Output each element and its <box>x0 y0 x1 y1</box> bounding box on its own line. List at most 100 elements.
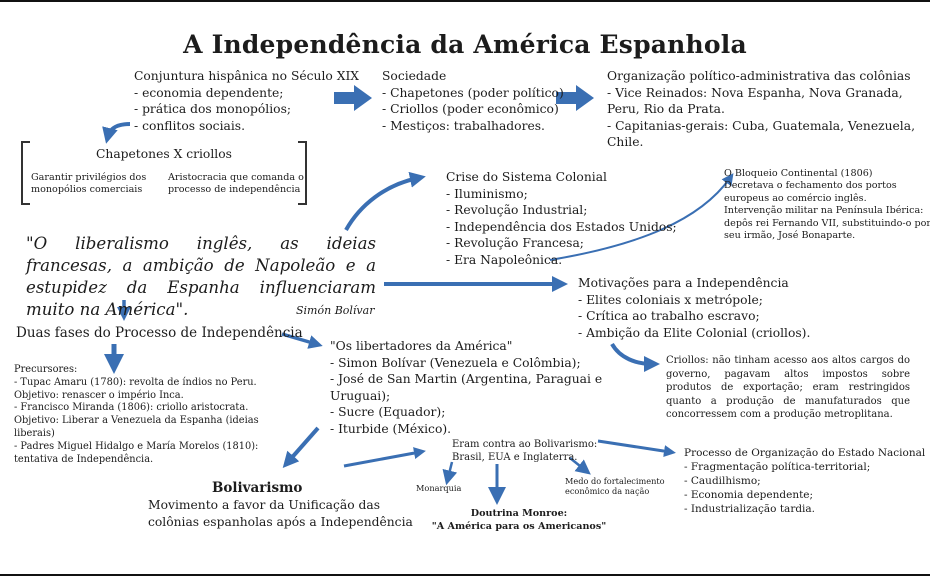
chapetones-right-line: Aristocracia que comanda o <box>168 172 304 183</box>
sociedade-heading: Sociedade <box>382 69 447 83</box>
precursores-line: - Tupac Amaru (1780): revolta de índios … <box>14 376 257 388</box>
arrow-bolivarismo-contra <box>343 447 426 468</box>
precursores-line: liberais) <box>14 427 55 439</box>
motivacoes-item: - Ambição da Elite Colonial (criollos). <box>578 325 811 340</box>
conjuntura-block: Conjuntura hispânica no Século XIX - eco… <box>134 68 359 134</box>
organizacao-block: Organização político-administrativa das … <box>607 68 915 151</box>
contra-line: Brasil, EUA e Inglaterra. <box>452 452 578 464</box>
sociedade-item: - Chapetones (poder político) <box>382 85 564 100</box>
bolivarismo-line: colônias espanholas após a Independência <box>148 514 413 529</box>
bracket-right <box>298 141 307 205</box>
sociedade-block: Sociedade - Chapetones (poder político) … <box>382 68 564 134</box>
arrow-contra-processo <box>597 439 676 458</box>
chapetones-left: Garantir privilégios dos monopólios come… <box>31 172 146 197</box>
chapetones-heading: Chapetones X criollos <box>96 147 232 161</box>
page-title: A Independência da América Espanhola <box>183 30 747 59</box>
arrow-quote-crise <box>344 171 426 231</box>
monroe-title: Doutrina Monroe: <box>470 508 568 519</box>
crise-item: - Independência dos Estados Unidos; <box>446 219 677 234</box>
arrow-libertadores-bolivarismo <box>282 426 320 468</box>
crise-item: - Revolução Francesa; <box>446 236 584 251</box>
processo-item: - Economia dependente; <box>684 489 814 501</box>
medo-line: econômico da nação <box>565 486 650 497</box>
motivacoes-block: Motivações para a Independência - Elites… <box>578 275 810 341</box>
conjuntura-item: - conflitos sociais. <box>134 118 245 133</box>
organizacao-line: - Vice Reinados: Nova Espanha, Nova Gran… <box>607 85 903 100</box>
medo-label: Medo do fortalecimento econômico da naçã… <box>565 476 665 497</box>
precursores-line: tentativa de Independência. <box>14 453 154 465</box>
processo-block: Processo de Organização do Estado Nacion… <box>684 446 925 516</box>
bloqueio-line: europeus ao comércio inglês. <box>724 192 867 204</box>
contra-block: Eram contra ao Bolivarismo: Brasil, EUA … <box>452 438 597 465</box>
processo-item: - Industrialização tardia. <box>684 503 816 515</box>
sociedade-item: - Mestiços: trabalhadores. <box>382 118 545 133</box>
conjuntura-item: - prática dos monopólios; <box>134 102 292 117</box>
sociedade-item: - Criollos (poder econômico) <box>382 102 559 117</box>
conjuntura-heading: Conjuntura hispânica no Século XIX <box>134 69 360 83</box>
precursores-line: Objetivo: renascer o império Inca. <box>14 389 184 401</box>
duas-fases-heading: Duas fases do Processo de Independência <box>16 325 303 341</box>
chapetones-left-line: monopólios comerciais <box>31 184 143 196</box>
motivacoes-item: - Crítica ao trabalho escravo; <box>578 309 760 324</box>
arrow-motivacoes-criollos <box>610 342 660 372</box>
organizacao-line: Chile. <box>607 135 644 150</box>
libertadores-line: "Os libertadores da América" <box>330 339 513 353</box>
top-border <box>0 0 930 2</box>
crise-item: - Revolução Industrial; <box>446 203 588 218</box>
monroe-subtitle: "A América para os Americanos" <box>431 520 607 532</box>
bottom-border <box>0 574 930 576</box>
organizacao-heading: Organização político-administrativa das … <box>607 69 911 83</box>
bloqueio-line: depôs rei Fernando VII, substituindo-o p… <box>724 217 930 229</box>
organizacao-line: - Capitanias-gerais: Cuba, Guatemala, Ve… <box>607 118 915 133</box>
arrow-era-bloqueio <box>549 173 734 261</box>
precursores-line: - Padres Miguel Hidalgo e María Morelos … <box>14 440 259 452</box>
bolivarismo-line: Movimento a favor da Unificação das <box>148 498 381 512</box>
libertadores-line: - Simon Bolívar (Venezuela e Colômbia); <box>330 355 581 370</box>
processo-item: - Fragmentação política-territorial; <box>684 461 871 473</box>
libertadores-line: - Iturbide (México). <box>330 421 452 436</box>
precursores-line: Objetivo: Liberar a Venezuela da Espanha… <box>14 415 259 427</box>
motivacoes-heading: Motivações para a Independência <box>578 276 789 290</box>
precursores-line: - Francisco Miranda (1806): criollo aris… <box>14 402 249 414</box>
crise-heading: Crise do Sistema Colonial <box>446 170 607 184</box>
crise-item: - Era Napoleônica. <box>446 252 563 267</box>
bloqueio-line: seu irmão, José Bonaparte. <box>724 230 856 242</box>
bolivar-quote: "O liberalismo inglês, as ideias frances… <box>26 234 376 319</box>
contra-line: Eram contra ao Bolivarismo: <box>452 439 598 450</box>
motivacoes-item: - Elites coloniais x metrópole; <box>578 292 763 307</box>
chapetones-left-line: Garantir privilégios dos <box>31 172 147 183</box>
bracket-left <box>21 141 30 205</box>
processo-heading: Processo de Organização do Estado Nacion… <box>684 447 926 459</box>
arrow-contra-monarquia <box>442 461 458 486</box>
libertadores-line: Uruguai); <box>330 388 391 403</box>
organizacao-line: Peru, Rio da Prata. <box>607 102 725 117</box>
bloqueio-line: Intervenção militar na Península Ibérica… <box>724 205 924 217</box>
arrow-duas-fases-libertadores <box>281 332 323 349</box>
arrow-conjuntura-sociedade <box>334 85 372 111</box>
bolivarismo-title: Bolivarismo <box>212 480 303 496</box>
bloqueio-block: O Bloqueio Continental (1806) Decretava … <box>724 168 930 242</box>
conjuntura-item: - economia dependente; <box>134 85 284 100</box>
crise-block: Crise do Sistema Colonial - Iluminismo; … <box>446 169 677 269</box>
arrow-sociedade-organizacao <box>556 85 594 111</box>
libertadores-line: - José de San Martin (Argentina, Paragua… <box>330 372 603 387</box>
libertadores-line: - Sucre (Equador); <box>330 405 446 420</box>
bloqueio-line: Decretava o fechamento dos portos <box>724 180 897 192</box>
processo-item: - Caudilhismo; <box>684 475 761 487</box>
chapetones-right: Aristocracia que comanda o processo de i… <box>168 172 304 197</box>
bolivarismo-text: Movimento a favor da Unificação das colô… <box>148 497 413 530</box>
crise-item: - Iluminismo; <box>446 186 528 201</box>
quote-author: Simón Bolívar <box>296 304 375 317</box>
monarquia-label: Monarquia <box>416 483 462 493</box>
libertadores-block: "Os libertadores da América" - Simon Bol… <box>330 338 602 438</box>
arrow-contra-medo <box>569 457 591 475</box>
medo-line: Medo do fortalecimento <box>565 476 665 486</box>
precursores-line: Precursores: <box>14 364 78 375</box>
precursores-block: Precursores: - Tupac Amaru (1780): revol… <box>14 364 259 466</box>
monroe-block: Doutrina Monroe: "A América para os Amer… <box>430 508 608 533</box>
bloqueio-line: O Bloqueio Continental (1806) <box>724 168 873 179</box>
criollos-note: Criollos: não tinham acesso aos altos ca… <box>666 355 910 421</box>
chapetones-right-line: processo de independência <box>168 184 301 196</box>
arrow-conjuntura-chapetones <box>102 122 131 144</box>
